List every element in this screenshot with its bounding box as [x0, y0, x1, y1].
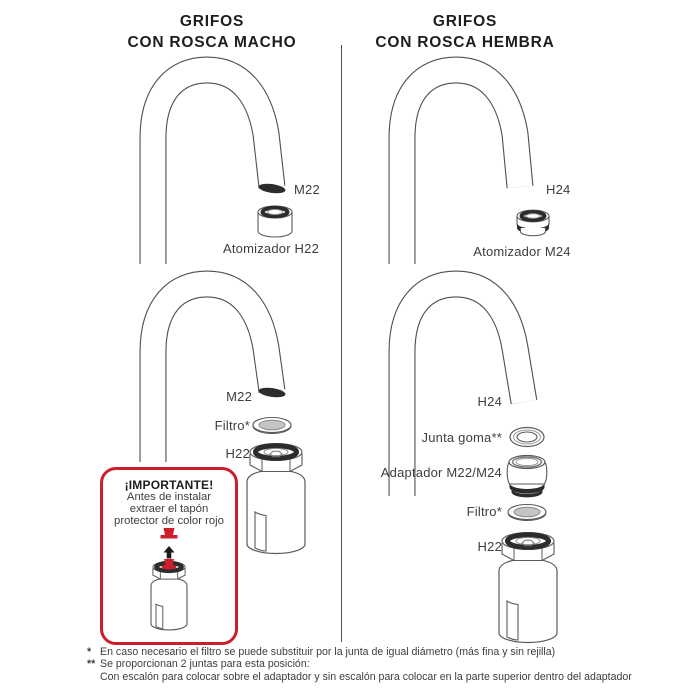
footnote-text: Con escalón para colocar sobre el adapta…: [100, 670, 632, 683]
arrow-up-icon: [163, 546, 175, 559]
rubber-gasket-icon: [509, 426, 545, 448]
footnote-row: ** Se proporcionan 2 juntas para esta po…: [87, 658, 687, 670]
aerator-h22-icon: [257, 205, 293, 238]
footnote-row: * En caso necesario el filtro se puede s…: [87, 646, 687, 658]
footnote-marker: *: [87, 646, 92, 658]
spout-male-top-drawing: [139, 56, 286, 264]
column-title-line: GRIFOS: [179, 13, 245, 30]
important-text-line: extraer el tapón: [129, 502, 209, 515]
male-thread-band-icon: [258, 183, 286, 194]
footnotes: * En caso necesario el filtro se puede s…: [87, 646, 687, 683]
label-h22-right: H22: [477, 539, 502, 554]
filter-icon: [507, 503, 547, 521]
protective-cap-icon: [160, 528, 178, 539]
atomizer-with-red-cap-icon: [150, 558, 188, 631]
column-title-female: GRIFOS CON ROSCA HEMBRA: [345, 12, 585, 54]
aerator-m24-icon: [516, 209, 550, 237]
filter-icon: [252, 416, 292, 434]
atomizer-body-h22-icon: [246, 442, 306, 555]
footnote-marker: **: [87, 658, 96, 671]
male-thread-band-icon: [258, 387, 286, 398]
adapter-m22-m24-icon: [506, 454, 548, 498]
column-title-line: GRIFOS: [432, 13, 498, 30]
column-divider: [341, 45, 343, 642]
column-title-line: CON ROSCA HEMBRA: [375, 33, 555, 51]
footnote-row: Con escalón para colocar sobre el adapta…: [87, 671, 687, 683]
label-h24-top: H24: [546, 182, 571, 197]
label-m22-top: M22: [294, 182, 320, 197]
label-atomizador-m24: Atomizador M24: [473, 244, 571, 259]
label-filtro-left: Filtro*: [214, 418, 250, 433]
important-title: ¡IMPORTANTE!: [124, 478, 214, 492]
footnote-text: Se proporcionan 2 juntas para esta posic…: [100, 658, 310, 671]
label-junta-goma: Junta goma**: [421, 430, 502, 445]
atomizer-body-h22-icon: [498, 531, 558, 644]
label-h24-bottom: H24: [477, 394, 502, 409]
footnote-text: En caso necesario el filtro se puede sub…: [100, 646, 556, 658]
important-warning-box: ¡IMPORTANTE! Antes de instalar extraer e…: [100, 467, 238, 645]
footnote-marker: [87, 671, 100, 683]
label-adaptador: Adaptador M22/M24: [380, 465, 502, 480]
important-text-line: Antes de instalar: [126, 491, 212, 503]
label-filtro-right: Filtro*: [466, 504, 502, 519]
column-title-line: CON ROSCA MACHO: [127, 33, 297, 51]
column-title-male: GRIFOS CON ROSCA MACHO: [92, 12, 332, 54]
label-m22-bottom: M22: [226, 389, 252, 404]
label-atomizador-h22: Atomizador H22: [222, 241, 319, 256]
label-h22-left: H22: [225, 446, 250, 461]
spout-female-bottom-drawing: [388, 270, 538, 496]
spout-female-top-drawing: [388, 56, 534, 264]
important-text-line: protector de color rojo: [114, 514, 224, 527]
spout-male-bottom-drawing: [139, 270, 286, 462]
